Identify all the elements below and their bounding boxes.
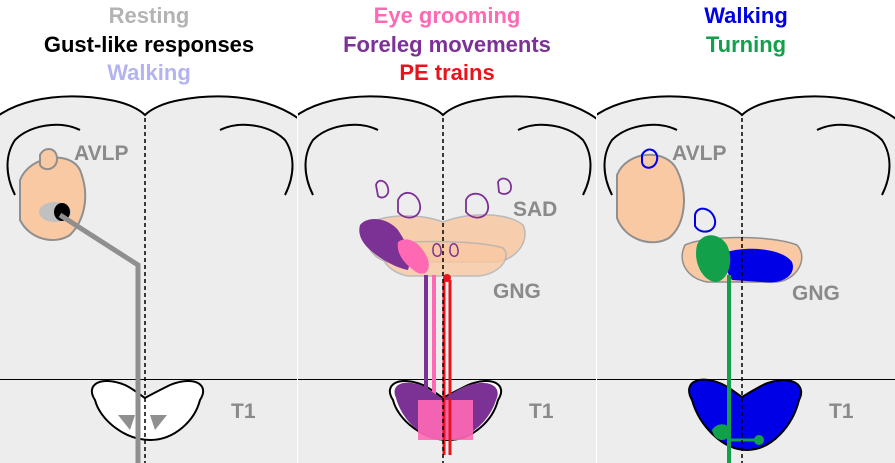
purple-loop-2 [397,191,421,219]
heading-foreleg-movements: Foreleg movements [343,32,551,57]
green-turning-soma [696,235,731,282]
label-gng: GNG [792,282,840,305]
label-sad: SAD [513,198,558,221]
pink-grooming-blob [397,239,429,274]
avlp-subregion [39,148,59,171]
brain-diagram-3 [597,95,895,463]
heading-walking: Walking [704,3,788,28]
blue-loop [694,207,717,233]
label-gng: GNG [493,280,541,303]
purple-loop-3 [465,192,489,219]
heading-pe-trains: PE trains [399,60,495,85]
heading-resting: Resting [108,3,190,28]
panel-grooming-foreleg-pe: Eye grooming Foreleg movements PE trains [298,0,596,463]
label-t1: T1 [529,400,554,423]
green-t1-arbor [712,424,731,440]
t1-outline [90,380,205,442]
avlp-blue-subregion [641,148,659,169]
label-t1: T1 [231,400,256,423]
heading-turning: Turning [705,32,787,57]
panel-resting-gust-walking: Resting Gust-like responses Walking AVLP… [0,0,298,463]
avlp-region [616,153,685,244]
heading-walking: Walking [107,60,191,85]
purple-loop-4 [497,177,512,195]
t1-terminal-right [150,415,167,430]
purple-sad-blob [359,218,410,270]
brain-diagram-2 [298,95,596,463]
label-t1: T1 [829,400,854,423]
label-avlp: AVLP [74,142,129,165]
panel-walking-turning: Walking Turning AVLP GNG T1 [597,0,895,463]
brain-diagram-1 [0,95,298,463]
heading-gust-like-responses: Gust-like responses [43,32,255,57]
gray-neuron-axon [58,212,141,463]
t1-terminal-left [118,415,135,430]
heading-eye-grooming: Eye grooming [373,3,521,28]
purple-loop-1 [375,179,390,199]
brain-inner-contour [6,123,81,196]
label-avlp: AVLP [672,142,727,165]
